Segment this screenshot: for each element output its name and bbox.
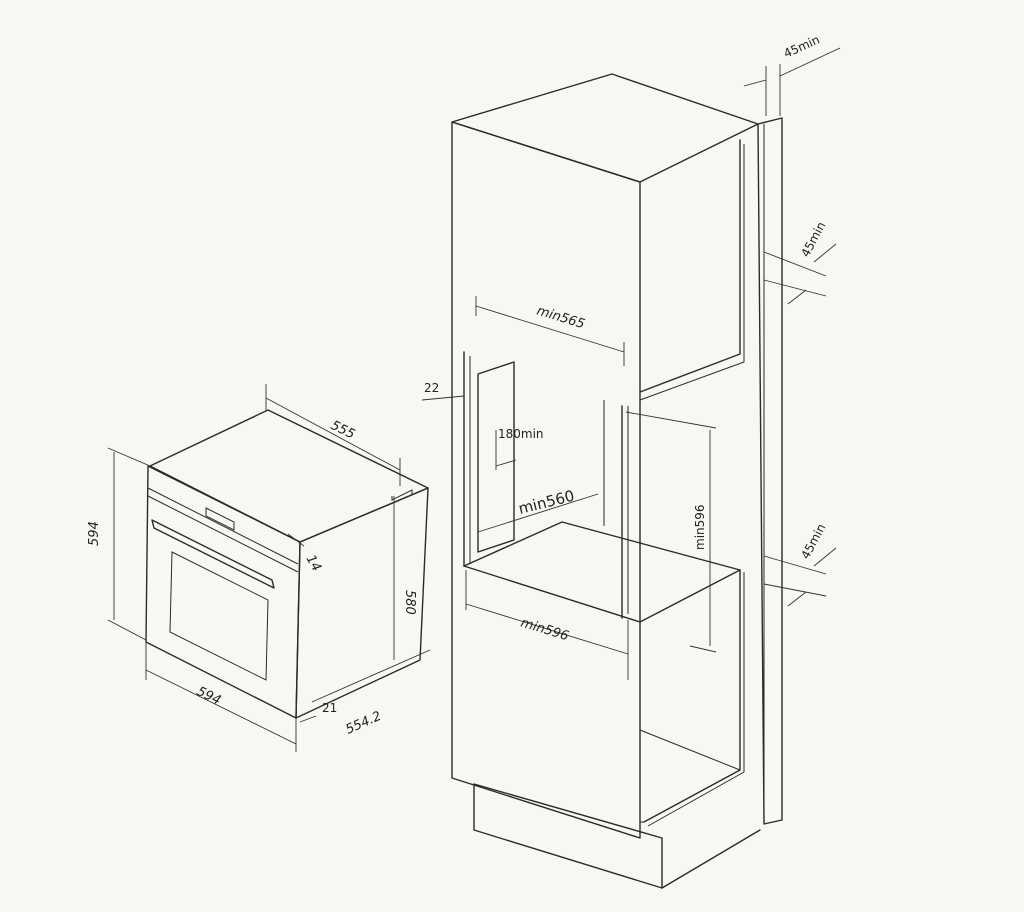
dim-opening-height: min596: [693, 504, 707, 550]
oven-control-strip-top: [147, 487, 299, 565]
oven-control-strip: [147, 495, 299, 573]
cabinet-right-panel: [757, 117, 783, 825]
dim-oven-gap: 14: [303, 553, 324, 575]
cabinet-dimensions: [421, 47, 841, 680]
oven-door-window: [169, 551, 269, 681]
cabinet: [451, 73, 783, 889]
dim-vent-height: 180min: [498, 427, 544, 441]
oven-display-icon: [205, 507, 235, 531]
oven-back-step: [391, 489, 413, 501]
cabinet-opening-bottom: [463, 565, 741, 623]
dim-oven-body-height: 580: [402, 590, 417, 615]
dim-panel-thickness: 22: [424, 381, 439, 395]
vent-slot: [477, 361, 515, 553]
dim-oven-front-thickness: 21: [322, 701, 337, 715]
dim-oven-height: 594: [87, 521, 102, 546]
cabinet-upper-shelf: [639, 139, 741, 393]
oven-dimensions: [107, 384, 431, 752]
oven-handle-icon: [151, 519, 275, 589]
